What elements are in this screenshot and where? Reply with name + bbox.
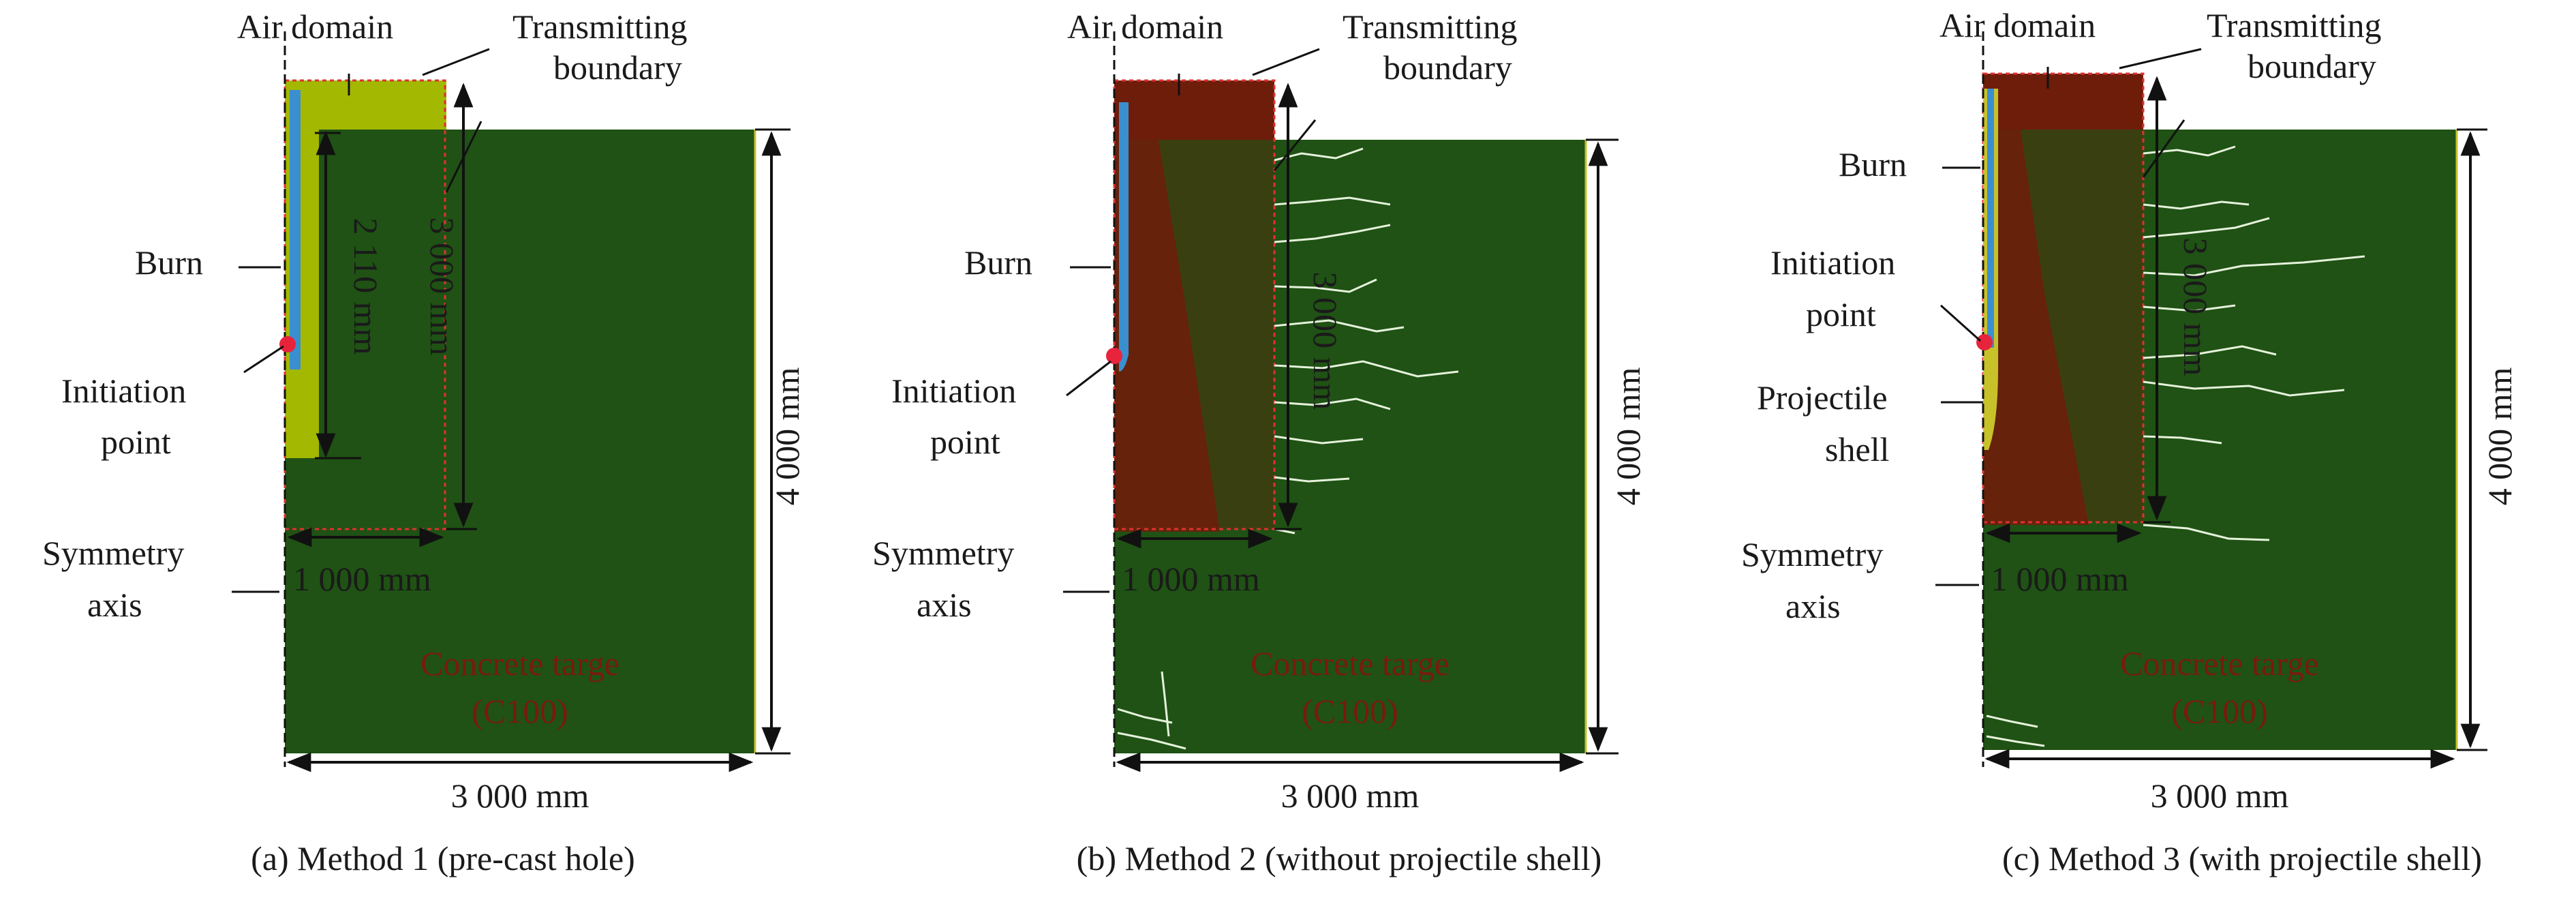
transmitting-boundary-label-2: boundary bbox=[1383, 48, 1512, 87]
target-label-2: (C100) bbox=[472, 692, 568, 730]
crater-region bbox=[1114, 140, 1220, 532]
dim-target-width-text: 3 000 mm bbox=[2151, 777, 2289, 815]
target-label-1: Concrete targe bbox=[1251, 644, 1450, 682]
caption-b: (b) Method 2 (without projectile shell) bbox=[1077, 839, 1602, 877]
air-domain-region bbox=[1114, 80, 1274, 140]
dim-air-width-text: 1 000 mm bbox=[1122, 560, 1260, 598]
dim-air-height-text: 3 000 mm bbox=[2177, 238, 2215, 376]
target-label-2: (C100) bbox=[1302, 692, 1398, 730]
dim-target-width-text: 3 000 mm bbox=[1281, 777, 1420, 815]
symmetry-axis-label-2: axis bbox=[917, 586, 972, 624]
caption-a: (a) Method 1 (pre-cast hole) bbox=[251, 839, 635, 877]
transmitting-boundary-label-1: Transmitting bbox=[2207, 6, 2382, 44]
target-label-1: Concrete targe bbox=[2120, 644, 2319, 682]
target-label-1: Concrete targe bbox=[420, 644, 619, 682]
symmetry-axis-label-1: Symmetry bbox=[1741, 535, 1883, 573]
caption-c: (c) Method 3 (with projectile shell) bbox=[2002, 839, 2482, 877]
dim-air-width-text: 1 000 mm bbox=[293, 560, 431, 598]
burn-region bbox=[290, 90, 301, 370]
symmetry-axis-label-2: axis bbox=[1785, 587, 1841, 625]
air-domain-region bbox=[285, 80, 446, 458]
transmitting-boundary-label-1: Transmitting bbox=[1343, 7, 1518, 46]
burn-region bbox=[1119, 102, 1129, 372]
air-domain-label: Air domain bbox=[1067, 7, 1223, 46]
dim-target-height-text: 4 000 mm bbox=[768, 367, 806, 506]
panel-a: Air domain Transmitting boundary Burn In… bbox=[42, 7, 806, 877]
initiation-point-marker bbox=[279, 336, 296, 352]
initiation-point-label-1: Initiation bbox=[1770, 243, 1895, 282]
crater-region bbox=[1983, 130, 2089, 525]
precast-hole bbox=[305, 130, 319, 458]
dim-target-height-text: 4 000 mm bbox=[2481, 367, 2519, 506]
air-domain-label: Air domain bbox=[1939, 6, 2096, 44]
dim-hole-depth-text: 2 110 mm bbox=[347, 218, 385, 355]
projectile-shell-label-2: shell bbox=[1825, 430, 1889, 468]
transmitting-boundary-label-1: Transmitting bbox=[512, 7, 688, 46]
panel-c: Air domain Transmitting boundary Burn In… bbox=[1741, 6, 2519, 877]
symmetry-axis-label-1: Symmetry bbox=[872, 534, 1014, 572]
dim-air-width-text: 1 000 mm bbox=[1991, 560, 2129, 598]
initiation-point-marker bbox=[1976, 334, 1993, 350]
symmetry-axis-label-2: axis bbox=[87, 586, 142, 624]
burn-region bbox=[1987, 89, 1994, 348]
air-domain-region bbox=[1983, 74, 2143, 130]
air-domain-label: Air domain bbox=[237, 7, 393, 46]
dim-air-height-text: 3 000 mm bbox=[1306, 272, 1345, 410]
symmetry-axis-label-1: Symmetry bbox=[42, 534, 184, 572]
initiation-point-label-2: point bbox=[101, 423, 171, 461]
initiation-point-label-1: Initiation bbox=[61, 372, 186, 410]
concrete-target bbox=[285, 130, 755, 753]
burn-label: Burn bbox=[1839, 145, 1907, 183]
initiation-point-label-2: point bbox=[930, 423, 1000, 461]
target-label-2: (C100) bbox=[2171, 692, 2268, 730]
initiation-point-marker bbox=[1106, 348, 1122, 364]
burn-label: Burn bbox=[135, 243, 203, 282]
projectile-shell-label-1: Projectile bbox=[1757, 378, 1888, 417]
dim-target-width-text: 3 000 mm bbox=[451, 777, 589, 815]
dim-target-height-text: 4 000 mm bbox=[1609, 367, 1647, 506]
initiation-point-label-1: Initiation bbox=[891, 372, 1016, 410]
panel-b: Air domain Transmitting boundary Burn In… bbox=[872, 7, 1647, 877]
burn-label: Burn bbox=[964, 243, 1032, 282]
transmitting-boundary-label-2: boundary bbox=[553, 48, 682, 87]
dim-air-height-text: 3 000 mm bbox=[423, 217, 461, 356]
transmitting-boundary-label-2: boundary bbox=[2248, 47, 2376, 85]
initiation-point-label-2: point bbox=[1806, 295, 1876, 333]
